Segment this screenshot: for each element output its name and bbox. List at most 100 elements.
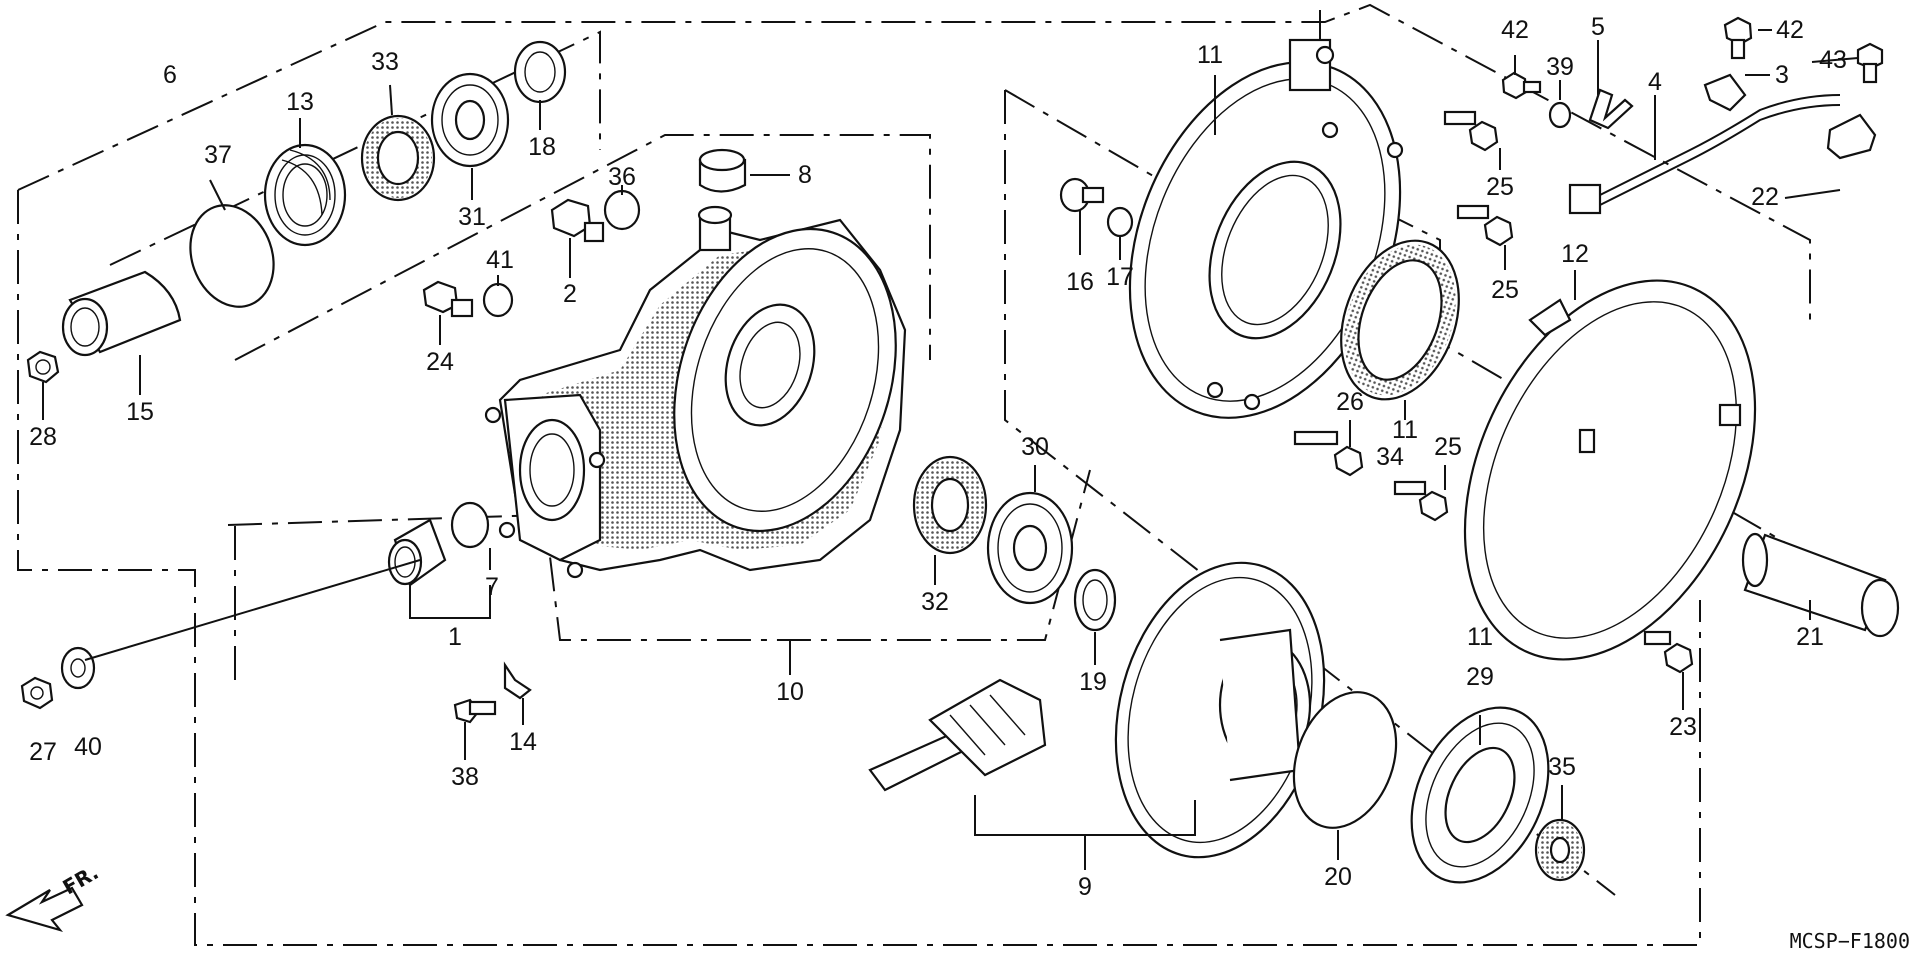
part-20-circlip [1292,691,1398,829]
callout-42-b: 42 [1776,16,1804,44]
callout-10: 10 [776,678,804,706]
part-25-bolt-c [1393,480,1449,522]
part-11-seal [1340,239,1460,401]
callout-31: 31 [458,203,486,231]
part-39-washer [1548,101,1572,129]
part-8-cap [698,148,747,193]
part-31-bearing [430,72,510,168]
part-24-bolt [422,280,474,318]
callout-numbers: 6 37 13 33 31 18 8 36 2 41 24 28 15 7 1 … [29,13,1847,901]
callout-43: 43 [1819,46,1847,74]
callout-41: 41 [486,246,514,274]
callout-3: 3 [1775,61,1789,89]
part-12-cover [1463,279,1757,661]
callout-11-c: 11 [1467,623,1493,651]
part-36-washer [603,189,641,231]
part-42-bolt-a [1501,71,1542,100]
part-26-bolt [1293,430,1364,477]
part-23-bolt [1643,630,1694,674]
callout-25-c: 25 [1434,433,1462,461]
callout-14: 14 [509,728,537,756]
part-1-needle-bearing [387,518,447,587]
callout-17: 17 [1106,263,1134,291]
part-41-washer [482,282,514,318]
part-2-bolt [550,198,605,243]
callout-39: 39 [1546,53,1574,81]
part-37-o-ring [189,204,275,308]
part-42-bolt-b [1723,16,1753,60]
callout-27: 27 [29,738,57,766]
callout-28: 28 [29,423,57,451]
callout-13: 13 [286,88,314,116]
callout-25-a: 25 [1486,173,1514,201]
part-30-bearing [986,491,1074,605]
part-27-nut [20,676,54,710]
callout-8: 8 [798,161,812,189]
callout-20: 20 [1324,863,1352,891]
callout-11-a: 11 [1197,41,1223,69]
callout-36: 36 [608,163,636,191]
part-16-bolt [1059,177,1105,213]
part-7-circlip [450,501,490,549]
callout-34: 34 [1376,443,1404,471]
callout-30: 30 [1021,433,1049,461]
callout-6: 6 [163,61,177,89]
callout-35: 35 [1548,753,1576,781]
part-10-final-drive-housing [484,205,907,579]
callout-29: 29 [1466,663,1494,691]
part-19-washer [1073,568,1117,632]
part-28-nut [26,350,60,384]
diagram-code: MCSP−F1800 [1790,929,1910,953]
callout-11-b: 11 [1392,416,1418,444]
callout-37: 37 [204,141,232,169]
part-17-washer [1106,206,1134,238]
part-13-collar [263,143,347,247]
part-35-bearing [1534,818,1586,882]
callout-4: 4 [1648,68,1662,96]
part-32-seal [912,455,988,555]
callout-40: 40 [74,733,102,761]
callout-16: 16 [1066,268,1094,296]
callout-32: 32 [921,588,949,616]
callout-9: 9 [1078,873,1092,901]
part-9-drive-pinion [868,678,1047,792]
part-25-bolt-a [1443,110,1499,152]
front-direction-arrow: FR. [5,860,103,933]
part-33-seal [360,114,436,202]
part-43-bolt [1856,42,1884,84]
callout-1: 1 [448,623,462,651]
part-14-clip [503,661,532,700]
callout-2: 2 [563,280,577,308]
part-4-sensor-wire [1568,94,1841,215]
callout-5: 5 [1591,13,1605,41]
part-9-ring-gear [1114,561,1326,859]
part-38-bolt [453,698,497,724]
part-11-cover [1128,38,1404,419]
callout-38: 38 [451,763,479,791]
part-40-washer [60,646,96,690]
callout-7: 7 [485,573,499,601]
part-29-bearing [1410,706,1550,884]
callout-19: 19 [1079,668,1107,696]
part-3-clamp [1703,73,1747,112]
callout-21: 21 [1796,623,1824,651]
part-21-axle [1741,532,1900,638]
callout-23: 23 [1669,713,1697,741]
leader-lines [42,29,1859,870]
callout-12: 12 [1561,240,1589,268]
callout-24: 24 [426,348,454,376]
part-5-clamp [1588,88,1634,130]
callout-22: 22 [1751,183,1779,211]
part-22-sensor-bracket [1826,113,1877,160]
callout-33: 33 [371,48,399,76]
callout-18: 18 [528,133,556,161]
callout-25-b: 25 [1491,276,1519,304]
part-25-bolt-b [1456,204,1514,247]
part-15-sleeve [61,270,182,357]
callout-26: 26 [1336,388,1364,416]
callout-15: 15 [126,398,154,426]
part-18-washer [513,40,567,104]
callout-42-a: 42 [1501,16,1529,44]
